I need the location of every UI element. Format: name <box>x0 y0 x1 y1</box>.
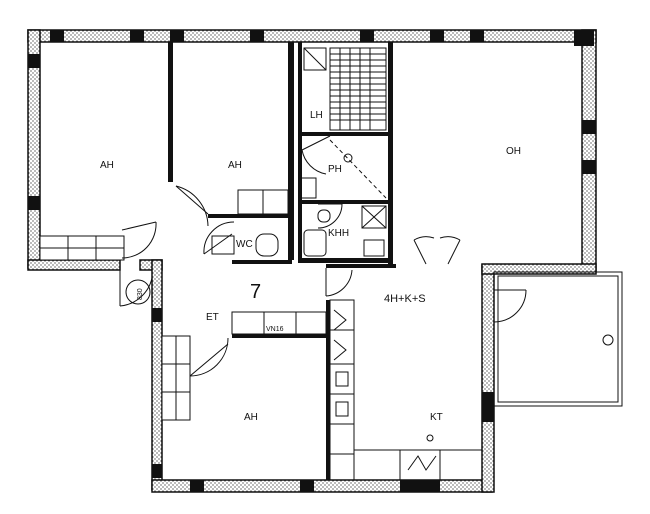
label-living-room: OH <box>506 146 521 157</box>
bathroom-fixtures <box>211 47 387 257</box>
wall-left-lower <box>151 259 163 491</box>
label-sauna: KHH <box>328 228 349 239</box>
label-walk-in-closet: LH <box>310 110 323 121</box>
wall-living-bottom <box>481 263 597 275</box>
label-bedroom-bottom: AH <box>244 412 258 423</box>
label-bedroom-top-left: AH <box>100 160 114 171</box>
apartment-type: 4H+K+S <box>384 293 426 305</box>
entrance-closet <box>231 311 327 335</box>
stair-block <box>329 47 387 131</box>
label-bathroom: PH <box>328 164 342 175</box>
label-bedroom-top-middle: AH <box>228 160 242 171</box>
wall-right-upper <box>581 29 597 273</box>
wall-bottom-left <box>27 259 121 271</box>
balcony <box>493 271 623 407</box>
room-labels: AH AH OH LH PH KHH WC 7 4H+K+S ET AH KT … <box>100 110 521 423</box>
label-kitchen: KT <box>430 412 443 423</box>
wardrobes <box>39 189 327 421</box>
wall-top <box>27 29 597 43</box>
door-width-marker <box>125 279 151 305</box>
wall-right-kitchen <box>481 264 495 493</box>
apartment-number: 7 <box>250 281 261 303</box>
label-door-width: 830 <box>137 288 144 300</box>
windows <box>28 30 596 492</box>
kitchen-counters <box>329 299 483 481</box>
interior-walls <box>168 42 396 480</box>
label-toilet: WC <box>236 239 253 250</box>
label-entrance-closet: VN16 <box>266 326 284 333</box>
label-entrance-hall: ET <box>206 312 219 323</box>
doors <box>119 135 527 377</box>
